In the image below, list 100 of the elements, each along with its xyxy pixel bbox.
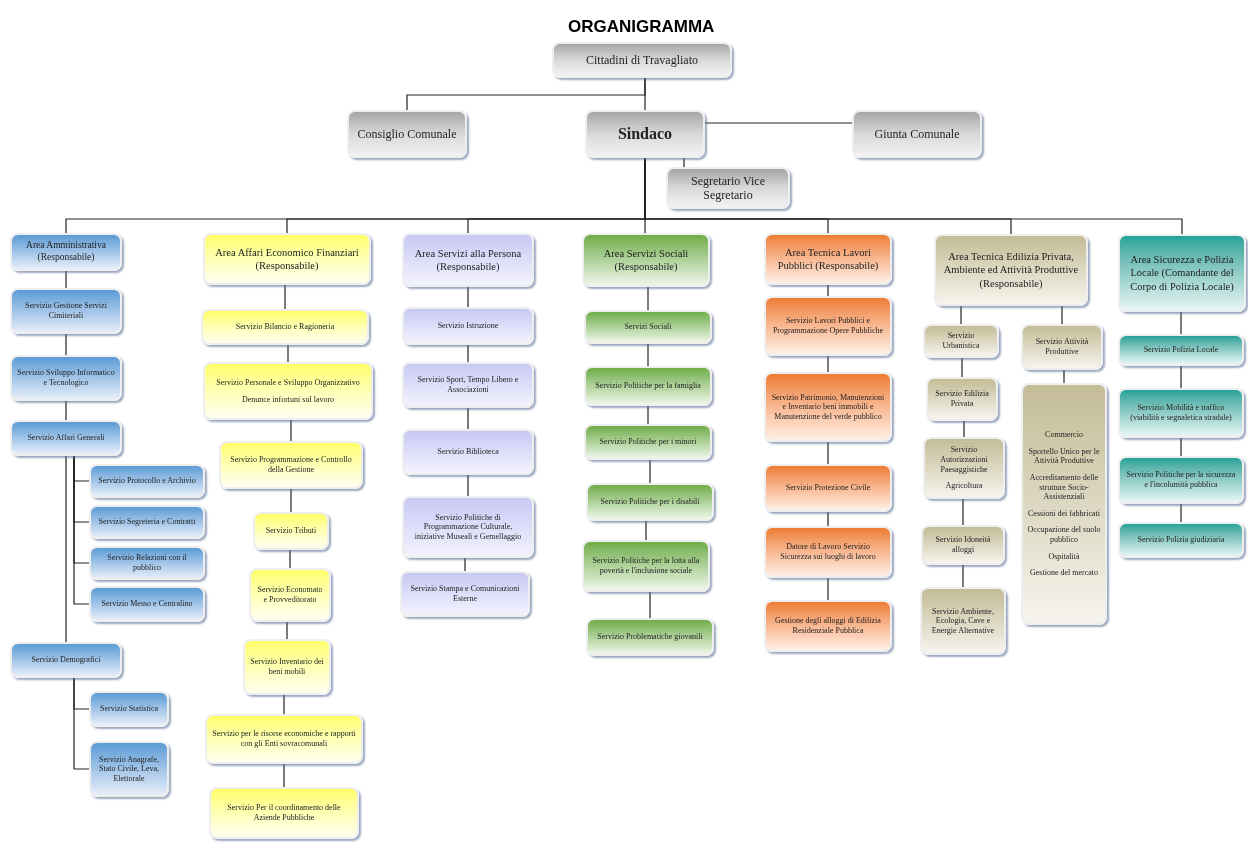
connector-line [1063, 369, 1065, 384]
box-text: Servizio Idoneità alloggi [934, 535, 992, 555]
box-text: Denunce infortuni sul lavoro [241, 394, 335, 405]
box-text: Servizio Bilancio e Ragioneria [235, 322, 335, 332]
box-text: Servizio Protocollo e Archivio [98, 476, 196, 486]
box-text: Servizio Politiche per la lotta alla povertà e l'inclusione sociale [591, 556, 701, 576]
box-text: Sportello Unico per le Attività Produttive [1027, 446, 1101, 466]
org-box [921, 525, 1005, 565]
box-text: Area Affari Economico Finanziari (Responsabile) [214, 245, 360, 273]
box-text: Servizio Gestione Servizi Cimiteriali [24, 301, 108, 321]
box-text: Commercio [1045, 430, 1083, 440]
box-text: Servizio Inventario dei beni mobili [249, 657, 325, 677]
org-box [10, 355, 122, 401]
box-text: Servizio Tributi [265, 526, 317, 536]
box-text: Cessioni dei fabbricati [1028, 508, 1100, 519]
connector-line [467, 344, 469, 363]
org-box [219, 441, 363, 489]
connector-line [65, 400, 67, 421]
org-box [10, 642, 122, 678]
org-box [582, 233, 710, 287]
connector-line [649, 591, 651, 619]
connector-line [65, 270, 67, 289]
org-box [1118, 234, 1246, 312]
org-box [552, 42, 732, 78]
box-text: Area Servizi Sociali (Responsabile) [602, 246, 690, 274]
box-text: Servizio Protezione Civile [785, 483, 871, 493]
box-text: Servizio Programmazione e Controllo della Gestione [229, 455, 353, 475]
org-box [1021, 383, 1107, 625]
org-box [1118, 334, 1244, 366]
box-text: Servizio Polizia Locale [1143, 345, 1219, 355]
box-text: Segretario Vice Segretario [690, 173, 766, 203]
org-box [582, 540, 710, 592]
org-box [584, 310, 712, 344]
box-text: Servizio Politiche per i minori [599, 437, 697, 447]
box-text: Servizio Affari Generali [27, 433, 105, 443]
connector-line [1180, 365, 1182, 389]
connector-line [1180, 503, 1182, 523]
box-text: Servizio Urbanistica [941, 331, 981, 351]
box-text: Servizio Relazioni con il pubblico [106, 553, 188, 573]
connector-line [1180, 437, 1182, 457]
org-box [203, 233, 371, 285]
box-text: Servizio Mobilità e traffico (viabilità e segnaletica stradale) [1129, 403, 1233, 423]
box-text: Servizio Anagrafe, Stato Civile, Leva, Elettorale [98, 754, 160, 784]
box-text: Servizio Politiche per i disabili [600, 497, 700, 507]
connector-line [290, 488, 292, 513]
connector-line [960, 305, 962, 325]
connector-line [647, 405, 649, 425]
box-text: Servizio per le risorse economiche e rapporti con gli Enti sovracomunali [211, 729, 357, 749]
connector-line [283, 694, 285, 715]
box-text: Servizio Lavori Pubblici e Programmazione Opere Pubbliche [771, 316, 885, 336]
box-text: Servizio Edilizia Privata [934, 389, 990, 409]
org-box [586, 618, 714, 656]
box-text: Servizio Politiche per la famiglia [595, 381, 701, 391]
org-box [764, 464, 892, 512]
box-text: Servizio Politiche per la sicurezza e l'incolumità pubblica [1125, 470, 1237, 490]
box-text: Servizio Economato e Provveditorato [256, 585, 324, 605]
org-box [764, 600, 892, 652]
connector-line [464, 557, 466, 572]
org-box [852, 110, 982, 158]
org-box [923, 437, 1005, 499]
connector-line [963, 420, 965, 438]
org-box [10, 233, 122, 271]
org-box [402, 496, 534, 558]
box-text: Servizio Messo e Centralino [101, 599, 193, 609]
org-box [584, 424, 712, 460]
connector-line [73, 677, 90, 770]
connector-line [283, 763, 285, 788]
org-box [10, 288, 122, 334]
org-box [764, 526, 892, 578]
org-box [923, 324, 999, 358]
org-box [586, 483, 714, 521]
org-box [402, 429, 534, 475]
connector-line [467, 286, 469, 308]
box-text: Area Tecnica Edilizia Privata, Ambiente ed Attività Produttive (Responsabile) [942, 250, 1080, 290]
connector-line [290, 419, 292, 442]
connector-line [644, 77, 646, 111]
connector-line [649, 459, 651, 484]
org-box [402, 307, 534, 345]
connector-line [827, 355, 829, 373]
box-text: Gestione degli alloggi di Edilizia Residenziale Pubblica [774, 616, 882, 636]
box-text: Servizio Stampa e Comunicazioni Esterne [409, 584, 521, 604]
box-text: Servizio Istruzione [437, 321, 499, 331]
box-text: Servizio Ambiente, Ecologia, Cave e Energie Alternative [930, 606, 996, 636]
box-text: Agricoltura [945, 481, 983, 491]
box-text: Datore di Lavoro Servizio Sicurezza sui luoghi di lavoro [779, 542, 877, 562]
org-box [764, 296, 892, 356]
chart-title: ORGANIGRAMMA [568, 16, 715, 38]
connector-line [65, 333, 67, 356]
org-box [402, 362, 534, 408]
box-text: Servizio Polizia giudiziaria [1137, 535, 1225, 545]
connector-line [1180, 311, 1182, 335]
org-box [205, 714, 363, 764]
org-box [89, 546, 205, 580]
org-box [400, 571, 530, 617]
box-text: Servizio Personale e Sviluppo Organizzativo [216, 377, 360, 388]
connector-line [962, 498, 964, 526]
connector-line [645, 520, 647, 541]
box-text: Accreditamento delle strutture Socio-Assistenziali [1028, 473, 1100, 502]
box-text: Giunta Comunale [874, 126, 960, 142]
box-text: Servizio Attività Produttive [1034, 337, 1090, 357]
